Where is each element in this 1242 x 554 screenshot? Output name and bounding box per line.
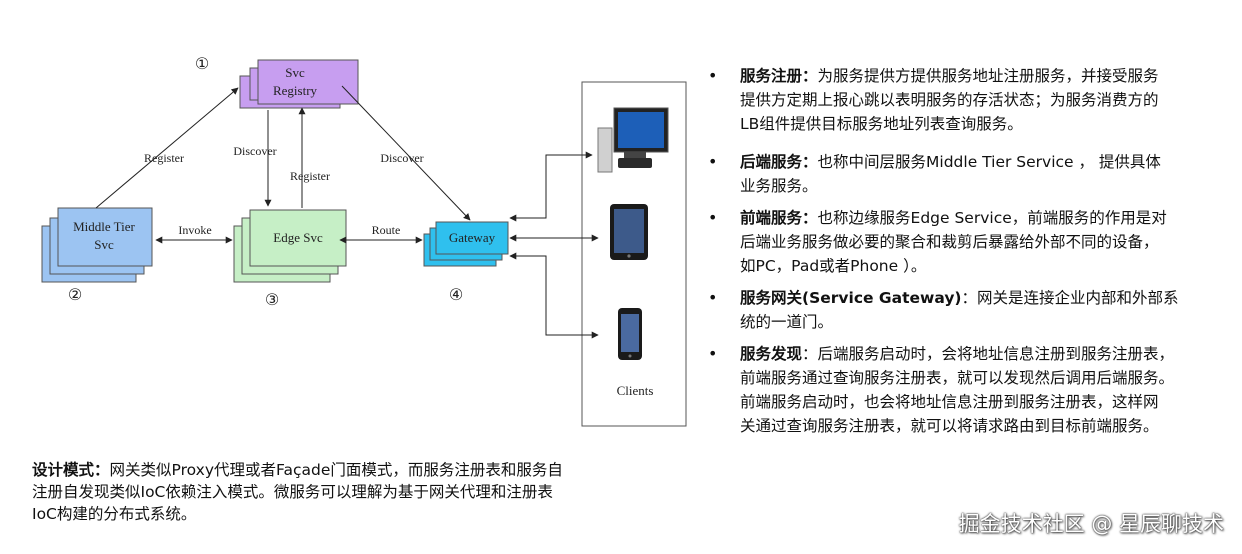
bullet-line: 业务服务。 xyxy=(740,177,818,195)
note-sep: ： xyxy=(94,461,110,479)
note-line: IoC构建的分布式系统。 xyxy=(32,505,197,523)
note-line: 网关类似Proxy代理或者Façade门面模式，而服务注册表和服务自 xyxy=(109,461,563,479)
middle-tier-node: Middle Tier Svc xyxy=(41,207,153,283)
bullet-line: 为服务提供方提供服务地址注册服务，并接受服务 xyxy=(817,67,1159,85)
note-line: 注册自发现类似IoC依赖注入模式。微服务可以理解为基于网关代理和注册表 xyxy=(32,483,553,501)
registry-number: ① xyxy=(195,54,209,73)
bullet-term: 前端服务 xyxy=(740,209,803,227)
edge-svc-node: Edge Svc xyxy=(233,209,347,283)
middle-number: ② xyxy=(68,285,82,304)
bullet-sep: ： xyxy=(802,209,818,227)
svc-registry-node: Svc Registry xyxy=(239,59,359,109)
bullet-line: 也称边缘服务Edge Service，前端服务的作用是对 xyxy=(817,209,1167,227)
bullet-dot: • xyxy=(708,288,718,307)
gateway-to-pc-arrow xyxy=(509,151,593,222)
bullet-service-gateway: • 服务网关(Service Gateway)：网关是连接企业内部和外部系 统的… xyxy=(706,286,1234,334)
definition-list: • 服务注册：为服务提供方提供服务地址注册服务，并接受服务 提供方定期上报心跳以… xyxy=(706,64,1234,438)
bullet-dot: • xyxy=(708,66,718,85)
bullet-backend-service: • 后端服务：也称中间层服务Middle Tier Service ， 提供具体… xyxy=(706,150,1234,198)
phone-icon xyxy=(618,308,642,360)
register-label-mid: Register xyxy=(290,169,330,183)
bullet-term: 后端服务 xyxy=(740,153,803,171)
bullet-line: LB组件提供目标服务地址列表查询服务。 xyxy=(740,115,1023,133)
registry-label-2: Registry xyxy=(273,83,318,98)
bullet-frontend-service: • 前端服务：也称边缘服务Edge Service，前端服务的作用是对 后端业务… xyxy=(706,206,1234,278)
bullet-sep: ： xyxy=(802,345,818,363)
discover-arrow-right xyxy=(341,85,471,221)
bullet-line: 前端服务通过查询服务注册表，就可以发现然后调用后端服务。 xyxy=(740,369,1175,387)
clients-label: Clients xyxy=(617,383,654,398)
bullet-sep: ： xyxy=(802,67,818,85)
bullet-line: 也称中间层服务Middle Tier Service ， 提供具体 xyxy=(817,153,1161,171)
bullet-line: 关通过查询服务注册表，就可以将请求路由到目标前端服务。 xyxy=(740,417,1159,435)
edge-label: Edge Svc xyxy=(273,230,323,245)
route-label: Route xyxy=(372,223,401,237)
bullet-service-registry: • 服务注册：为服务提供方提供服务地址注册服务，并接受服务 提供方定期上报心跳以… xyxy=(706,64,1234,136)
gateway-node: Gateway xyxy=(423,221,509,267)
bullet-sep: ： xyxy=(802,153,818,171)
bullet-sep: ： xyxy=(961,289,978,307)
bullet-dot: • xyxy=(708,344,718,363)
bullet-dot: • xyxy=(708,208,718,227)
bullet-service-discovery: • 服务发现：后端服务启动时，会将地址信息注册到服务注册表， 前端服务通过查询服… xyxy=(706,342,1234,438)
gateway-label: Gateway xyxy=(449,230,496,245)
bullet-line: 统的一道门。 xyxy=(740,313,834,331)
architecture-diagram: Svc Registry ① Middle Tier Svc ② Edge Sv… xyxy=(41,54,687,427)
monitor-icon xyxy=(597,107,669,173)
bullet-line: 前端服务启动时，也会将地址信息注册到服务注册表，这样网 xyxy=(740,393,1159,411)
discover-label-left: Discover xyxy=(233,144,276,158)
registry-label-1: Svc xyxy=(285,65,305,80)
middle-label-1: Middle Tier xyxy=(73,219,135,234)
tablet-icon xyxy=(610,204,648,260)
bullet-line: 后端业务服务做必要的聚合和裁剪后暴露给外部不同的设备， xyxy=(740,233,1159,251)
note-term: 设计模式 xyxy=(32,461,95,479)
watermark: 掘金技术社区 @ 星辰聊技术 xyxy=(958,512,1224,536)
gateway-number: ④ xyxy=(449,285,463,304)
bullet-line: 网关是连接企业内部和外部系 xyxy=(977,289,1179,307)
bullet-line: 提供方定期上报心跳以表明服务的存活状态；为服务消费方的 xyxy=(740,91,1159,109)
bullet-term: 服务注册 xyxy=(740,67,803,85)
invoke-label: Invoke xyxy=(178,223,211,237)
edge-number: ③ xyxy=(265,290,279,309)
bullet-term: 服务网关(Service Gateway) xyxy=(740,289,962,307)
bullet-term: 服务发现 xyxy=(740,345,803,363)
bullet-line: 如PC，Pad或者Phone ）。 xyxy=(740,257,927,275)
register-arrow-left xyxy=(95,87,239,209)
middle-label-2: Svc xyxy=(94,237,114,252)
gateway-to-phone-arrow xyxy=(509,252,599,339)
design-pattern-note: 设计模式：网关类似Proxy代理或者Façade门面模式，而服务注册表和服务自 … xyxy=(32,459,652,525)
discover-label-right: Discover xyxy=(380,151,423,165)
bullet-dot: • xyxy=(708,152,718,171)
bullet-line: 后端服务启动时，会将地址信息注册到服务注册表， xyxy=(817,345,1175,363)
register-label-left: Register xyxy=(144,151,184,165)
